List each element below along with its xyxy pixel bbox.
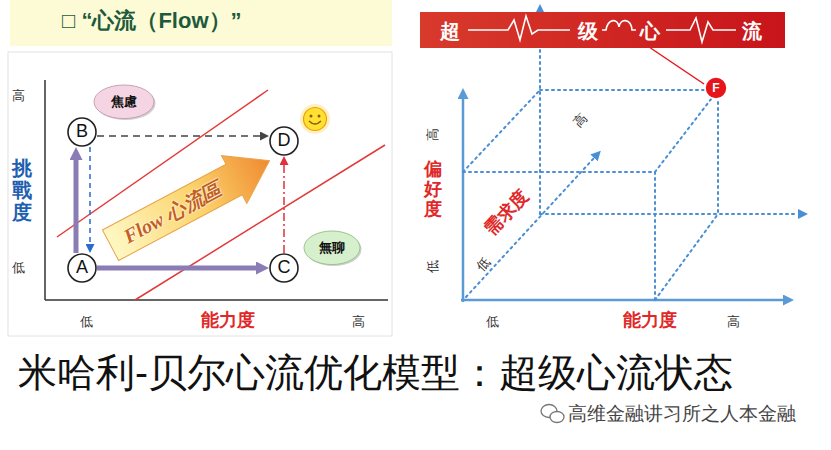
state-circle: A	[67, 253, 97, 283]
axis-title: 挑戰度	[12, 157, 32, 223]
wechat-icon	[541, 405, 564, 423]
slide-caption: 米哈利-贝尔心流优化模型：超级心流状态	[18, 350, 733, 397]
axis-level: 高	[727, 314, 740, 330]
band-character: 级	[578, 19, 598, 43]
slide-title: □ “心流（Flow）”	[62, 8, 242, 34]
axis-level: 低	[486, 314, 499, 330]
bubble-shape	[94, 85, 154, 119]
smiley-icon	[300, 104, 330, 134]
band-character: 心	[640, 19, 660, 43]
connector-arrow	[283, 165, 285, 253]
circle-shape	[270, 127, 298, 155]
axis-level: 低	[80, 314, 93, 330]
heartbeat-line	[666, 18, 736, 42]
axis-title: 需求度	[481, 186, 534, 240]
title-band	[10, 0, 392, 46]
state-circle: B	[67, 117, 97, 147]
emotion-bubble: 無聊	[303, 230, 361, 266]
emotion-bubble: 焦慮	[93, 84, 155, 120]
axis-title: 能力度	[623, 310, 677, 332]
band-fill	[420, 12, 785, 48]
bubble-text: 無聊	[319, 240, 345, 256]
state-letter: D	[278, 130, 291, 152]
axis-level: 低	[425, 260, 441, 273]
connector-arrow	[651, 48, 705, 84]
heartbeat-line	[468, 16, 570, 40]
arrow-shape	[98, 137, 282, 269]
super-flow-band: 超级心流	[420, 12, 785, 48]
bubble-text: 焦慮	[111, 94, 137, 110]
state-letter: C	[278, 257, 291, 279]
chart-frame	[8, 52, 392, 336]
point-letter: F	[712, 81, 719, 95]
point-marker: F	[704, 76, 728, 100]
axis-level: 高	[352, 314, 365, 330]
band-character: 超	[440, 19, 460, 43]
axis-level: 高	[12, 88, 25, 104]
axis-level: 高	[570, 110, 590, 130]
state-letter: B	[76, 121, 88, 143]
connector-arrow	[89, 147, 91, 244]
axis-title: 能力度	[201, 310, 255, 332]
circle-shape	[68, 118, 96, 146]
y-axis	[44, 80, 46, 300]
axis-level: 高	[425, 128, 441, 141]
state-circle: D	[269, 126, 299, 156]
axis-level: 低	[12, 260, 25, 276]
band-outline	[420, 12, 785, 48]
connector-arrow	[74, 160, 79, 253]
circle-shape	[68, 254, 96, 282]
bubble-shape	[304, 231, 360, 265]
heart-line	[602, 21, 636, 30]
circle-shape	[270, 254, 298, 282]
axis-title: 偏好度	[424, 160, 442, 219]
connectors	[76, 48, 704, 268]
x-axis	[461, 299, 783, 302]
connector-arrow	[97, 135, 260, 137]
y-axis	[462, 99, 465, 302]
state-letter: A	[76, 257, 88, 279]
cube-edges	[463, 14, 798, 300]
x-axis	[45, 299, 388, 301]
connector-arrow	[97, 266, 256, 271]
band-character: 流	[742, 19, 762, 43]
state-circle: C	[269, 253, 299, 283]
watermark: 高维金融讲习所之人本金融	[568, 403, 796, 426]
circle-shape	[705, 77, 727, 99]
